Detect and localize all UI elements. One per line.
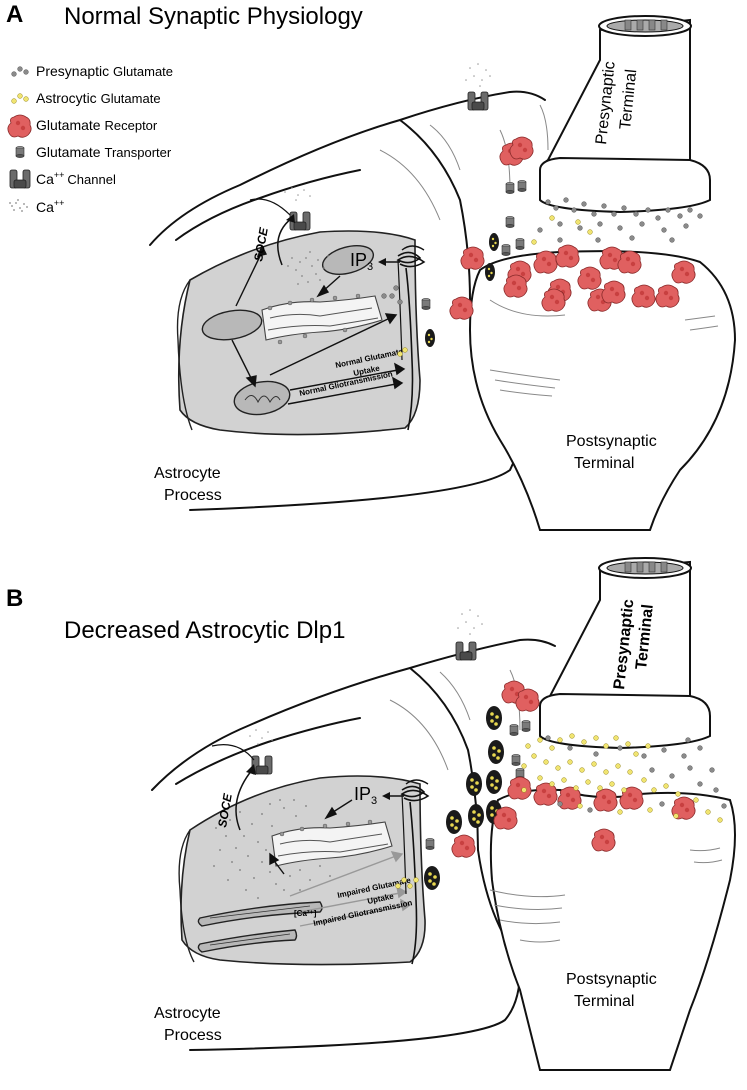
glutamate-receptor-legend-icon: [7, 114, 32, 138]
legend-ca: Ca: [36, 171, 54, 187]
astrocyte-interior-a: Normal Glutamate Uptake Normal Gliotrans…: [176, 230, 421, 436]
svg-text:Glutamate Receptor: Glutamate Receptor: [36, 117, 158, 133]
ip3-label-a: IP3: [350, 250, 373, 273]
presynaptic-terminal-b: Presynaptic Terminal: [538, 557, 711, 750]
glutamate-transporter-legend-icon: [15, 146, 25, 158]
impaired-arrows: [289, 851, 412, 927]
legend-ca-sup: ++: [54, 170, 65, 180]
legend-channel: Channel: [67, 172, 116, 187]
mitochondrion: [321, 245, 375, 275]
panel-b-letter: B: [6, 585, 23, 612]
astrocyte-interior-b: Impaired Glutamate Uptake Impaired Gliot…: [178, 775, 426, 966]
ca-dots-legend-icon: [9, 199, 28, 212]
legend-transporter-glutamate: Glutamate: [36, 144, 101, 160]
mitochondrion-elongated: [197, 929, 298, 953]
top-channel-a: [465, 63, 491, 111]
pathway-arrows: [269, 799, 353, 875]
process-label-a: Process: [164, 487, 222, 504]
svg-text:Presynaptic Glutamate: Presynaptic Glutamate: [36, 63, 173, 79]
astrocyte-label-b: Astrocyte: [154, 1005, 221, 1022]
top-channel-b: [455, 609, 483, 661]
svg-text:Ca++: Ca++: [36, 198, 64, 215]
postsynaptic-terminal-label-b: Terminal: [574, 993, 634, 1010]
legend-ca-ion: Ca: [36, 199, 54, 215]
legend-astrocytic-glutamate: Glutamate: [101, 91, 161, 106]
astrocytic-glutamate-legend-icon: [11, 93, 29, 104]
svg-text:Astrocytic Glutamate: Astrocytic Glutamate: [36, 90, 161, 106]
postsynaptic-terminal-label-a: Terminal: [574, 455, 634, 472]
calcium-cloud: [287, 251, 329, 285]
endoplasmic-reticulum: [261, 293, 383, 345]
ca-channel-legend-icon: [9, 169, 31, 189]
terminal-label-a: Terminal: [617, 69, 640, 131]
ip3-label-b: IP3: [354, 784, 377, 807]
terminal-label-b: Terminal: [633, 603, 657, 670]
presynaptic-terminal-a: Presynaptic Terminal: [538, 15, 711, 214]
pathway-arrows: [231, 244, 406, 405]
legend: Presynaptic Glutamate Astrocytic Glutama…: [7, 63, 173, 215]
svg-text:Glutamate Transporter: Glutamate Transporter: [36, 144, 172, 160]
process-label-b: Process: [164, 1027, 222, 1044]
postsynaptic-label-b: Postsynaptic: [566, 971, 657, 988]
ip3-receptor-a: IP3: [350, 245, 426, 431]
postsynaptic-label-a: Postsynaptic: [566, 433, 657, 450]
soce-label-a: SOCE: [251, 226, 271, 263]
legend-astrocytic: Astrocytic: [36, 90, 97, 106]
legend-transporter: Transporter: [104, 145, 171, 160]
svg-text:Ca++Channel: Ca++Channel: [36, 170, 116, 187]
panel-a-letter: A: [6, 1, 23, 28]
legend-receptor-glutamate: Glutamate: [36, 117, 101, 133]
soce-b: SOCE: [211, 729, 273, 831]
legend-presynaptic-glutamate: Glutamate: [113, 64, 173, 79]
panel-a: A Normal Synaptic Physiology Presynaptic…: [6, 1, 737, 531]
soce-label-b: SOCE: [215, 792, 235, 829]
ca-label-b: [Ca²⁺]: [294, 909, 317, 918]
postsynaptic-terminal-b: Postsynaptic Terminal: [489, 788, 736, 1071]
mitochondrion-elongated: [197, 901, 323, 927]
soce-a: SOCE: [249, 187, 311, 266]
mitochondrion: [233, 380, 291, 416]
panel-b-title: Decreased Astrocytic Dlp1: [64, 617, 345, 644]
legend-receptor: Receptor: [104, 118, 157, 133]
panel-a-title: Normal Synaptic Physiology: [64, 3, 363, 30]
presynaptic-glutamate-legend-icon: [11, 66, 29, 77]
legend-ca-ion-sup: ++: [54, 198, 65, 208]
panel-b: B Decreased Astrocytic Dlp1 Presynaptic …: [6, 557, 736, 1071]
mitochondrion: [201, 309, 263, 341]
endoplasmic-reticulum: [271, 819, 393, 867]
calcium-cloud-elevated: [213, 799, 331, 899]
astrocyte-label-a: Astrocyte: [154, 465, 221, 482]
legend-presynaptic: Presynaptic: [36, 63, 109, 79]
